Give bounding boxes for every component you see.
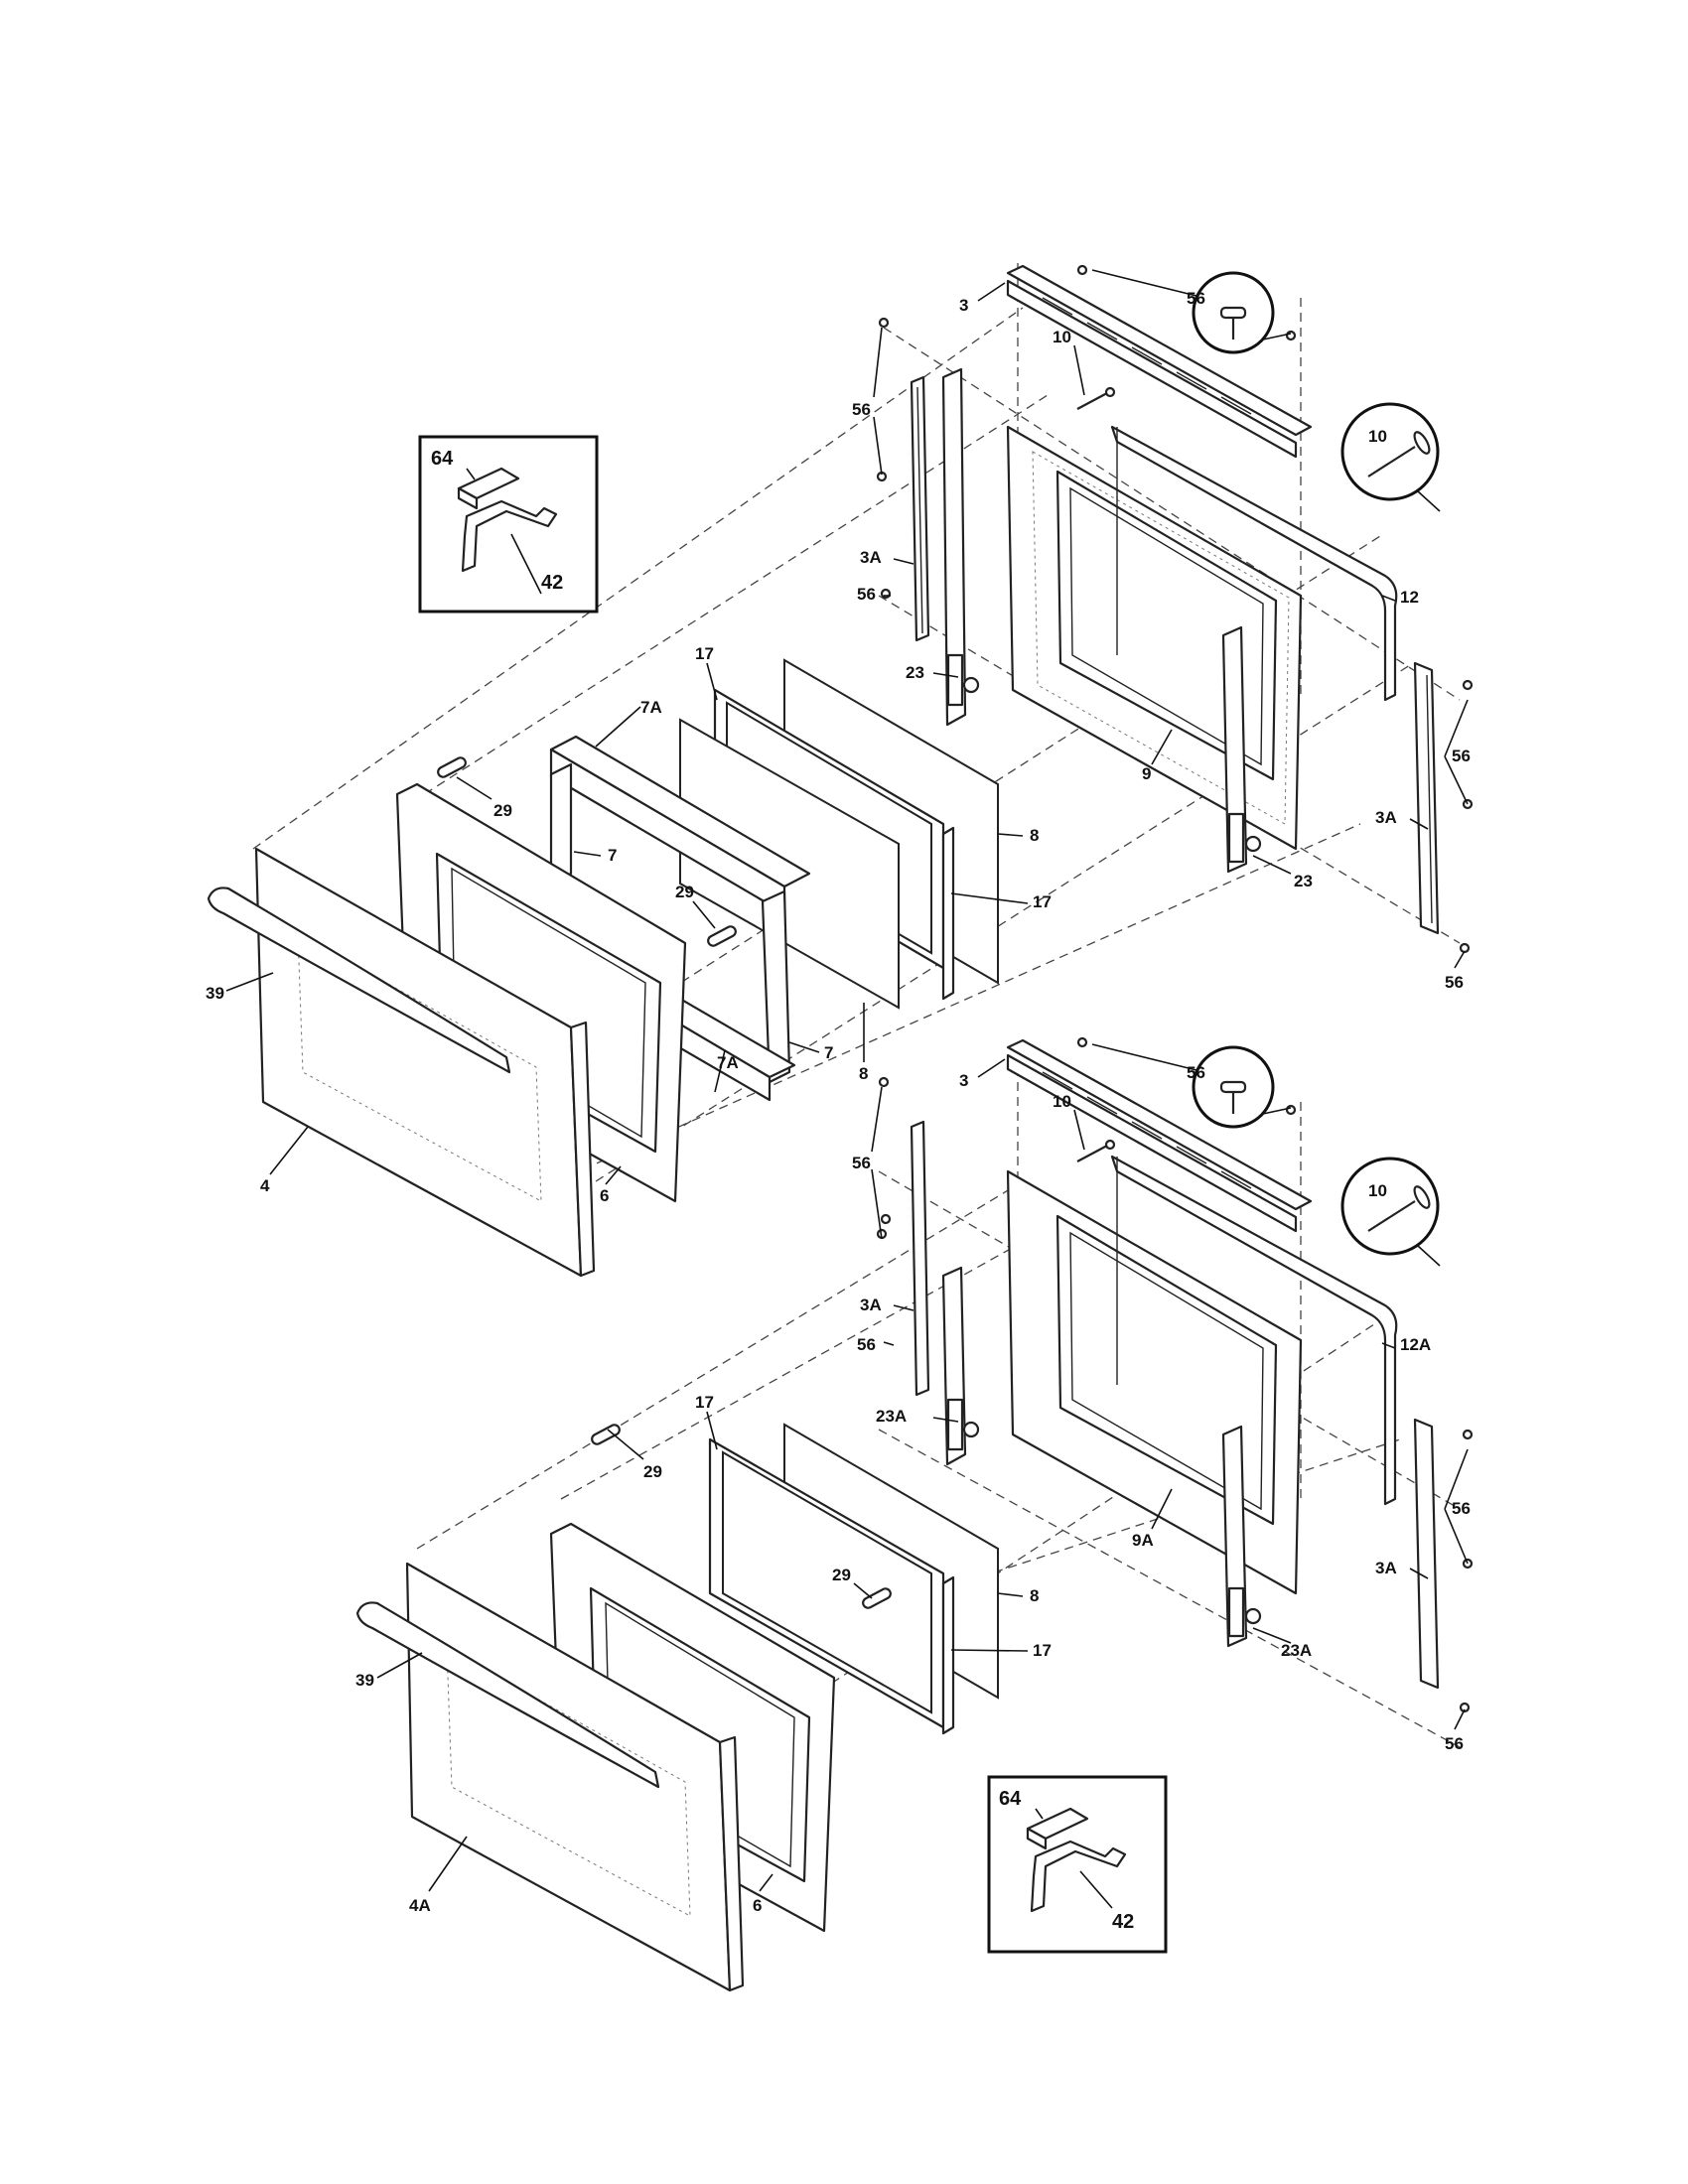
- callout-3-bottom: 3: [959, 1071, 968, 1090]
- callout-3a-top-right: 3A: [1375, 808, 1397, 827]
- callout-3a-bottom-right: 3A: [1375, 1559, 1397, 1577]
- callout-29-bottom-a: 29: [643, 1462, 662, 1481]
- callout-56-bottom-right: 56: [1452, 1499, 1471, 1518]
- callout-64-bottom: 64: [999, 1788, 1022, 1810]
- callout-56-bottom-left: 56: [852, 1154, 871, 1172]
- pin-29-upper-a: [437, 756, 467, 778]
- inset-callout-labels: 64 42 64 42: [431, 448, 1134, 1933]
- callout-8-top-b: 8: [859, 1064, 868, 1083]
- callout-17-top-a: 17: [695, 644, 714, 663]
- inset-box-bracket-upper: [418, 435, 599, 614]
- callout-9a: 9A: [1132, 1531, 1154, 1550]
- callout-29-top-b: 29: [675, 883, 694, 901]
- callout-9: 9: [1142, 764, 1151, 783]
- callout-42-bottom: 42: [1112, 1911, 1134, 1933]
- leader-lines: [225, 282, 1469, 1909]
- callout-56-top-right: 56: [1452, 747, 1471, 765]
- pin-10-upper: [1076, 386, 1116, 410]
- callout-17-top-b: 17: [1033, 892, 1052, 911]
- pin-29-upper-b: [707, 925, 737, 947]
- callout-3a-bottom-left: 3A: [860, 1296, 882, 1314]
- screw-set-upper: [876, 264, 1474, 954]
- callout-56-top-mid: 56: [857, 585, 876, 604]
- door-handle-39-upper: [207, 887, 511, 1074]
- hinge-left-lower: [941, 1266, 980, 1466]
- spacer-7-left: [549, 762, 573, 886]
- callout-7-b: 7: [824, 1043, 833, 1062]
- callout-56-bottom-mid: 56: [857, 1335, 876, 1354]
- spacer-7a-top: [549, 735, 811, 915]
- door-handle-39-lower: [355, 1601, 660, 1789]
- callout-8-bottom: 8: [1030, 1586, 1039, 1605]
- callout-56-bottom-bottom: 56: [1445, 1734, 1464, 1753]
- glass-frame-17-lower: [708, 1437, 955, 1735]
- callout-4a: 4A: [409, 1896, 431, 1915]
- spacer-7-right: [761, 889, 791, 1084]
- callout-56-top-circle: 56: [1187, 289, 1205, 308]
- assembly-guide-lines: [252, 263, 1461, 1758]
- side-rail-right-upper: [1413, 661, 1440, 935]
- pin-29-lower-a: [591, 1424, 621, 1445]
- top-trim-strip-lower: [1006, 1038, 1313, 1233]
- callout-23a-b: 23A: [1281, 1641, 1312, 1660]
- callout-7a-bottom: 7A: [717, 1053, 739, 1072]
- callout-3a-top-left: 3A: [860, 548, 882, 567]
- screw-set-lower: [876, 1036, 1474, 1713]
- inset-box-bracket-lower: [987, 1775, 1168, 1954]
- callout-56-top-left: 56: [852, 400, 871, 419]
- callout-39-top: 39: [206, 984, 224, 1003]
- callout-8-top-a: 8: [1030, 826, 1039, 845]
- callout-23-top-a: 23: [906, 663, 924, 682]
- callout-4: 4: [260, 1176, 270, 1195]
- callout-23-top-b: 23: [1294, 872, 1313, 890]
- callout-64-top: 64: [431, 448, 454, 470]
- callout-23a-a: 23A: [876, 1407, 907, 1426]
- door-gasket-12a: [1110, 1155, 1398, 1506]
- hinge-right-lower: [1221, 1425, 1262, 1648]
- detail-circle-pin-upper: [1340, 402, 1441, 512]
- side-rail-left-lower: [910, 1120, 930, 1397]
- top-trim-strip-upper: [1006, 264, 1313, 459]
- detail-circle-pin-lower: [1340, 1157, 1441, 1267]
- callout-17-bottom-b: 17: [1033, 1641, 1052, 1660]
- callout-7-a: 7: [608, 846, 617, 865]
- callout-12: 12: [1400, 588, 1419, 607]
- callout-56-bottom-circle: 56: [1187, 1063, 1205, 1082]
- callout-7a-top: 7A: [640, 698, 662, 717]
- callout-10-bottom: 10: [1053, 1092, 1071, 1111]
- callout-12a: 12A: [1400, 1335, 1431, 1354]
- callout-56-top-bottom: 56: [1445, 973, 1464, 992]
- pin-29-lower-b: [862, 1587, 892, 1609]
- hinge-right-upper: [1221, 625, 1262, 874]
- callout-17-bottom-a: 17: [695, 1393, 714, 1412]
- pin-10-lower: [1076, 1139, 1116, 1162]
- callout-labels: 3 56 10 10 56 3A 56 12 23 23 9 56 3A 56 …: [206, 289, 1471, 1915]
- side-rail-right-lower: [1413, 1418, 1440, 1690]
- hinge-left-upper: [941, 367, 980, 727]
- callout-10-bottom-circle: 10: [1368, 1181, 1387, 1200]
- callout-3-top: 3: [959, 296, 968, 315]
- inner-door-panel-9: [1006, 425, 1303, 851]
- callout-29-bottom-b: 29: [832, 1566, 851, 1584]
- detail-circle-screw-lower: [1091, 1043, 1292, 1129]
- callout-39-bottom: 39: [355, 1671, 374, 1690]
- callout-6-bottom: 6: [753, 1896, 762, 1915]
- door-gasket-12: [1110, 425, 1398, 702]
- side-rail-left-upper: [910, 375, 930, 642]
- callout-42-top: 42: [541, 572, 563, 594]
- callout-10-top-circle: 10: [1368, 427, 1387, 446]
- callout-6-top: 6: [600, 1186, 609, 1205]
- detail-circle-screw-upper: [1091, 269, 1292, 354]
- callout-10-top: 10: [1053, 328, 1071, 346]
- callout-29-top-a: 29: [493, 801, 512, 820]
